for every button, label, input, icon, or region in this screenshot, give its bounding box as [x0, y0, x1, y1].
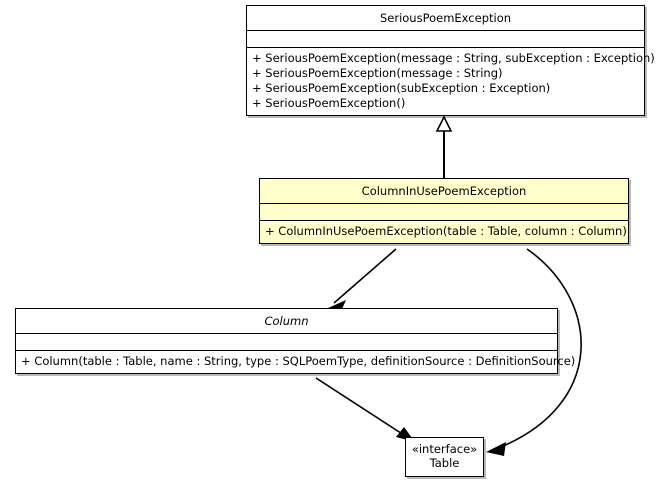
- class-operations-column-in-use-poem-exception: + ColumnInUsePoemException(table : Table…: [260, 220, 628, 243]
- class-attributes-serious-poem-exception: [247, 30, 644, 47]
- class-attributes-column: [16, 333, 557, 350]
- operation-item: + SeriousPoemException(): [252, 96, 406, 110]
- generalization-columninuse-to-serious: [435, 115, 453, 178]
- class-box-column[interactable]: Column + Column(table : Table, name : St…: [15, 308, 576, 374]
- dependency-columninuse-to-column: [328, 248, 397, 316]
- dependency-column-to-table: [315, 377, 415, 442]
- stereotype-label-table: «interface»: [411, 442, 478, 456]
- class-name-column-in-use-poem-exception: ColumnInUsePoemException: [361, 184, 527, 198]
- interface-name-table: Table: [429, 456, 460, 470]
- class-attributes-column-in-use-poem-exception: [260, 203, 628, 220]
- operation-item: + Column(table : Table, name : String, t…: [21, 354, 576, 368]
- class-name-table: «interface» Table: [406, 438, 483, 476]
- class-name-column: Column: [264, 314, 309, 328]
- operation-item: + SeriousPoemException(message : String): [252, 66, 503, 80]
- class-operations-column: + Column(table : Table, name : String, t…: [16, 350, 576, 373]
- class-box-serious-poem-exception[interactable]: SeriousPoemException + SeriousPoemExcept…: [246, 5, 655, 116]
- operation-item: + ColumnInUsePoemException(table : Table…: [265, 224, 627, 238]
- class-name-serious-poem-exception: SeriousPoemException: [379, 11, 512, 25]
- class-operations-serious-poem-exception: + SeriousPoemException(message : String,…: [247, 47, 655, 115]
- class-box-column-in-use-poem-exception[interactable]: ColumnInUsePoemException + ColumnInUsePo…: [259, 178, 629, 244]
- operation-item: + SeriousPoemException(subException : Ex…: [252, 81, 551, 95]
- class-box-table[interactable]: «interface» Table: [405, 437, 484, 477]
- operation-item: + SeriousPoemException(message : String,…: [252, 51, 655, 65]
